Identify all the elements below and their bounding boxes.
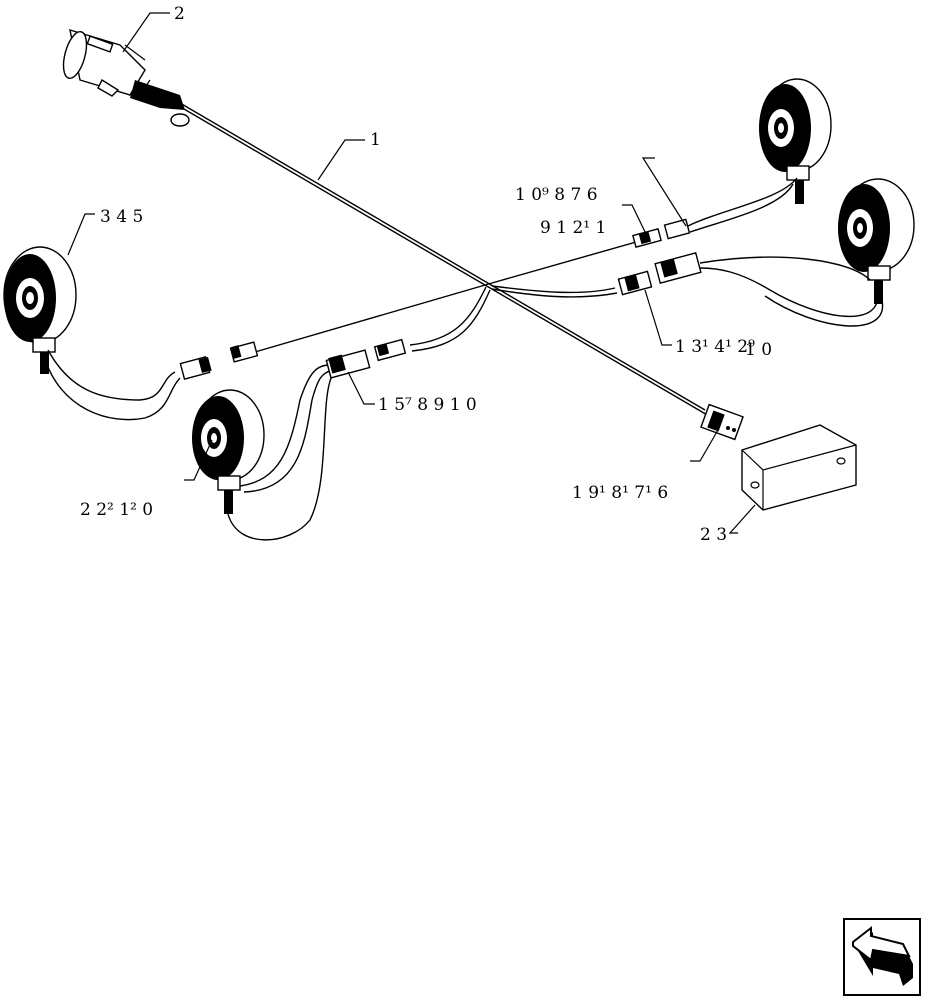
leader-lines <box>67 12 756 534</box>
callout-1: 1 <box>370 130 381 150</box>
connectors <box>179 218 744 441</box>
callout-22-21-20: 2 2² 1² 0 <box>80 500 153 520</box>
callout-15-7-8-9-10: 1 5⁷ 8 9 1 0 <box>378 395 477 415</box>
return-arrow-icon[interactable] <box>843 918 921 996</box>
control-module <box>741 424 857 511</box>
callout-23: 2 3 <box>700 525 727 545</box>
lamp-left <box>3 246 77 374</box>
lamp-right-top <box>759 78 832 204</box>
callout-2: 2 <box>174 4 185 24</box>
trailer-plug <box>62 28 190 127</box>
lamp-right-bottom <box>838 178 915 304</box>
callout-labels: 1 2 3 4 5 1 0⁹ 8 7 6 9 1 2¹ 1 1 3¹ 4¹ 2⁹… <box>80 4 772 545</box>
callout-10-9-8-7-6: 1 0⁹ 8 7 6 <box>515 185 598 205</box>
main-harness <box>179 102 710 417</box>
callout-10-lower: 1 0 <box>745 340 772 360</box>
callout-13-14-12-9: 1 3¹ 4¹ 2⁹ <box>675 337 755 357</box>
lamp-center-bottom <box>192 389 265 514</box>
callout-9-12-11: 9 1 2¹ 1 <box>540 218 606 238</box>
callout-3-4-5: 3 4 5 <box>100 207 143 227</box>
lamp-pigtails <box>43 177 884 541</box>
callout-19-18-17-16: 1 9¹ 8¹ 7¹ 6 <box>572 483 668 503</box>
